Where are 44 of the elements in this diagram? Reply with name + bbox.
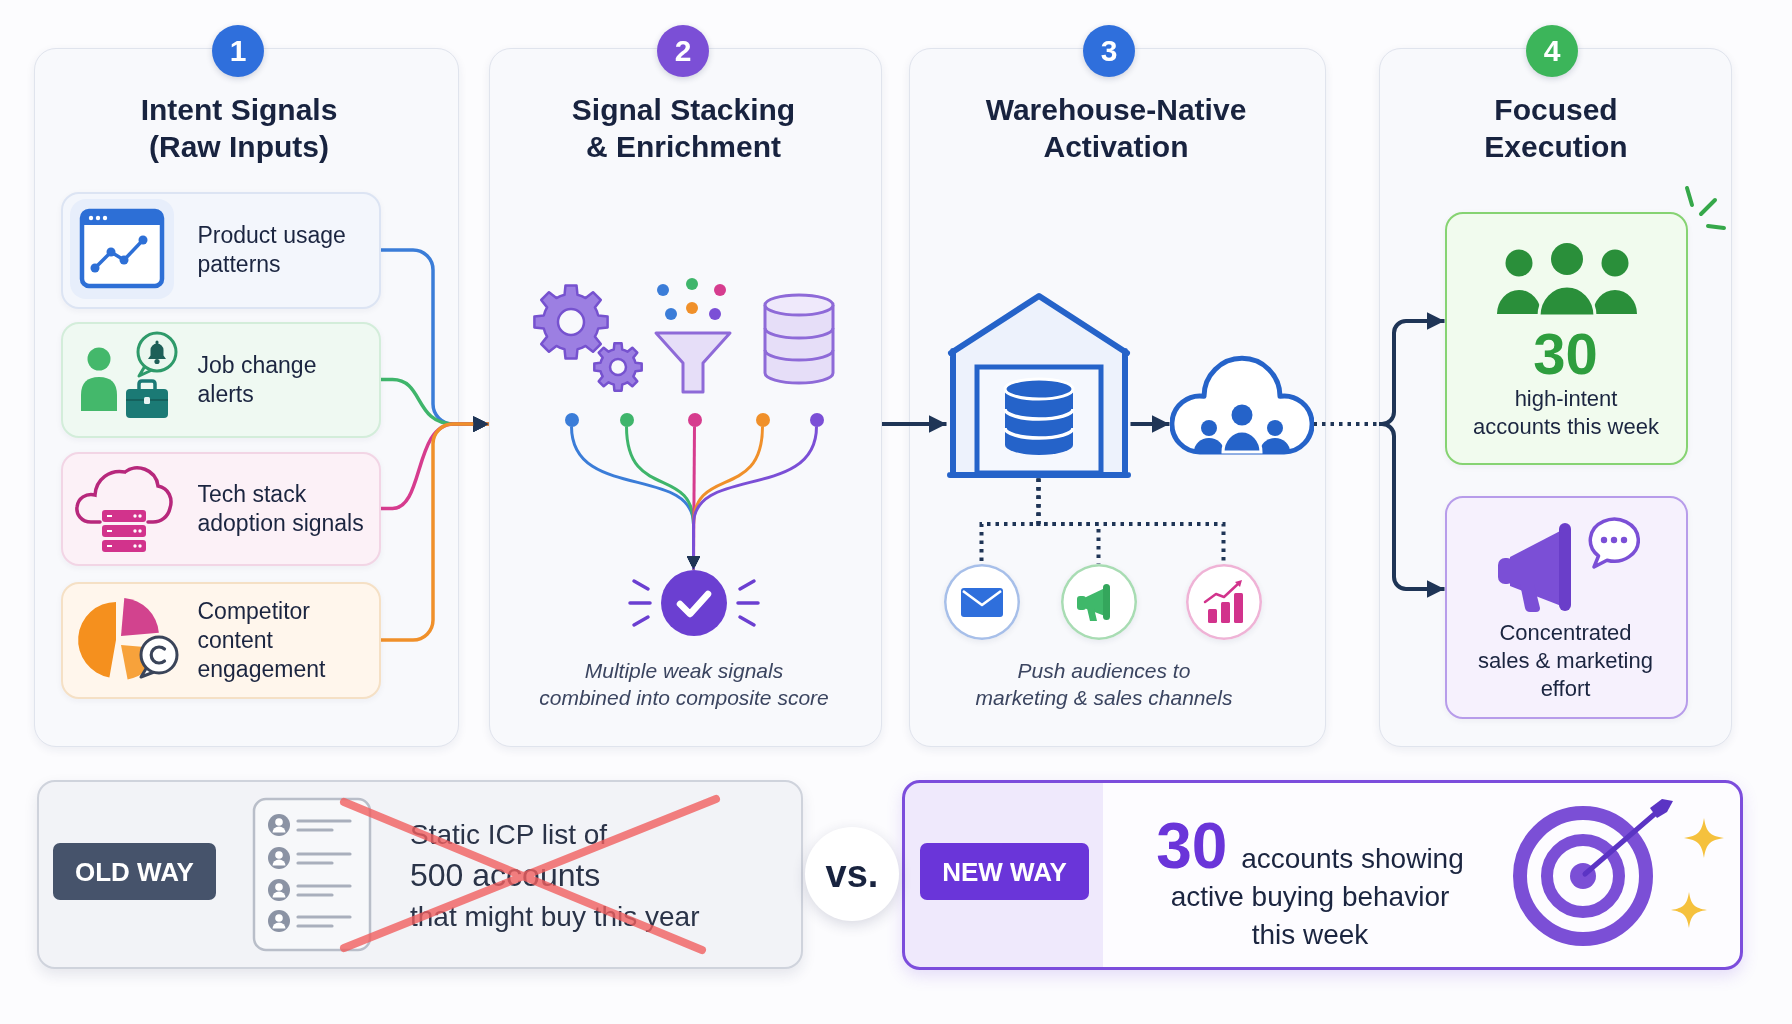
arrow [1130, 415, 1170, 433]
result-label: high-intent accounts this week [1472, 384, 1660, 441]
way-label: NEW WAY [942, 858, 1067, 885]
way-tag [53, 843, 216, 900]
panel-title: Focused Execution [1483, 92, 1629, 165]
signal-label: Job change alerts [197, 350, 318, 409]
arrow [1379, 422, 1445, 598]
panel-title: Signal Stacking & Enrichment [570, 92, 797, 165]
step-badge [1083, 25, 1135, 77]
way-label: OLD WAY [75, 858, 194, 885]
way-tag [920, 843, 1089, 900]
step-badge [657, 25, 709, 77]
signal-dot [687, 412, 702, 427]
dotted-line [1036, 478, 1226, 564]
arrow [380, 416, 489, 642]
panel-title: Warehouse-Native Activation [984, 92, 1248, 165]
signal-label: Product usage patterns [197, 221, 347, 279]
panel-caption: Push audiences to marketing & sales channels [974, 658, 1234, 711]
dotted-line [1313, 422, 1379, 426]
warehouse-icon [946, 290, 1131, 479]
comparison-text: 30 accounts showing active buying behavior this week [1155, 814, 1465, 952]
result-card [1444, 211, 1688, 465]
signal-dot [755, 412, 770, 427]
step-number: 4 [1543, 36, 1561, 66]
comparison-panel [902, 780, 1743, 970]
step-number: 1 [229, 36, 247, 66]
step-badge [212, 25, 264, 77]
step-badge [1526, 25, 1578, 77]
step-number: 3 [1100, 36, 1118, 66]
signal-card [60, 451, 381, 566]
step-number: 2 [674, 36, 692, 66]
signal-label: Competitor content engagement [197, 596, 327, 684]
panel-caption: Multiple weak signals combined into composite score [538, 658, 830, 711]
versus-circle [805, 827, 899, 921]
big-number: 30 [1533, 324, 1598, 383]
arrow [882, 415, 947, 433]
versus-label: vs. [825, 855, 879, 893]
signal-dot [564, 412, 579, 427]
signal-label: Tech stack adoption signals [197, 479, 365, 538]
arrow [686, 426, 818, 570]
result-label: Concentrated sales & marketing effort [1477, 618, 1654, 703]
signal-dot [809, 412, 824, 427]
signal-dot [619, 412, 634, 427]
panel-title: Intent Signals (Raw Inputs) [139, 92, 339, 165]
